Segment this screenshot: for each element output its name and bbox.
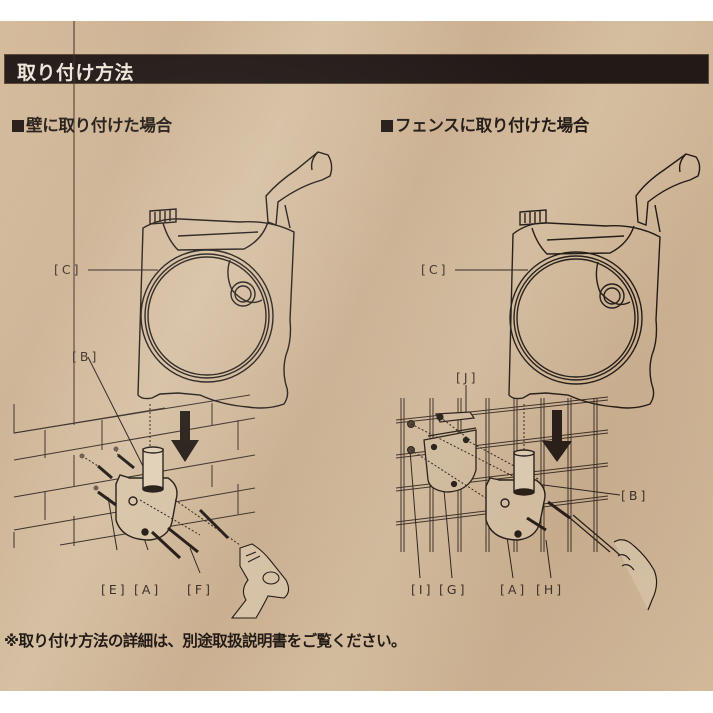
hose-reel-icon (508, 153, 701, 409)
page-title: 取り付け方法 (17, 62, 135, 84)
label-e-wall: [E] (101, 582, 128, 597)
fence-bracket-icon (485, 449, 546, 541)
down-arrow-icon (542, 410, 572, 462)
label-b-wall: [B] (72, 349, 99, 364)
label-j-fence: [J] (456, 370, 478, 385)
label-c-wall: [C] (54, 262, 81, 277)
title-bar: 取り付け方法 (4, 54, 709, 84)
label-c-fence: [C] (421, 262, 448, 277)
label-b-fence: [B] (621, 488, 648, 503)
hose-reel-icon (137, 151, 333, 409)
screw-icon (97, 453, 230, 560)
square-bullet-icon (12, 120, 24, 132)
label-a-wall: [A] (134, 582, 161, 597)
label-g-fence: [G] (439, 582, 467, 597)
wall-mount-illustration (13, 21, 333, 619)
wall-bracket-icon (115, 446, 178, 541)
fence-section-heading: フェンスに取り付けた場合 (381, 112, 589, 136)
label-h-fence: [H] (536, 582, 564, 597)
wall-section-heading: 壁に取り付けた場合 (12, 112, 172, 136)
footnote: ※取り付け方法の詳細は、別途取扱説明書をご覧ください。 (4, 632, 406, 650)
label-a-fence: [A] (500, 582, 527, 597)
screwdriver-icon (569, 514, 658, 611)
power-drill-icon (230, 543, 290, 619)
mounting-instructions-panel: 取り付け方法 壁に取り付けた場合 フェンスに取り付けた場合 (0, 21, 713, 691)
part-labels: [C] [B] [E] [A] [F] [C] [J] [B] [I] [G] … (54, 262, 648, 597)
fence-mount-illustration (395, 153, 701, 611)
square-bullet-icon (381, 120, 393, 132)
label-f-wall: [F] (187, 582, 213, 597)
down-arrow-icon (171, 411, 199, 462)
plate-icon (423, 427, 477, 493)
screw-icon (526, 500, 571, 532)
label-i-fence: [I] (411, 582, 433, 597)
